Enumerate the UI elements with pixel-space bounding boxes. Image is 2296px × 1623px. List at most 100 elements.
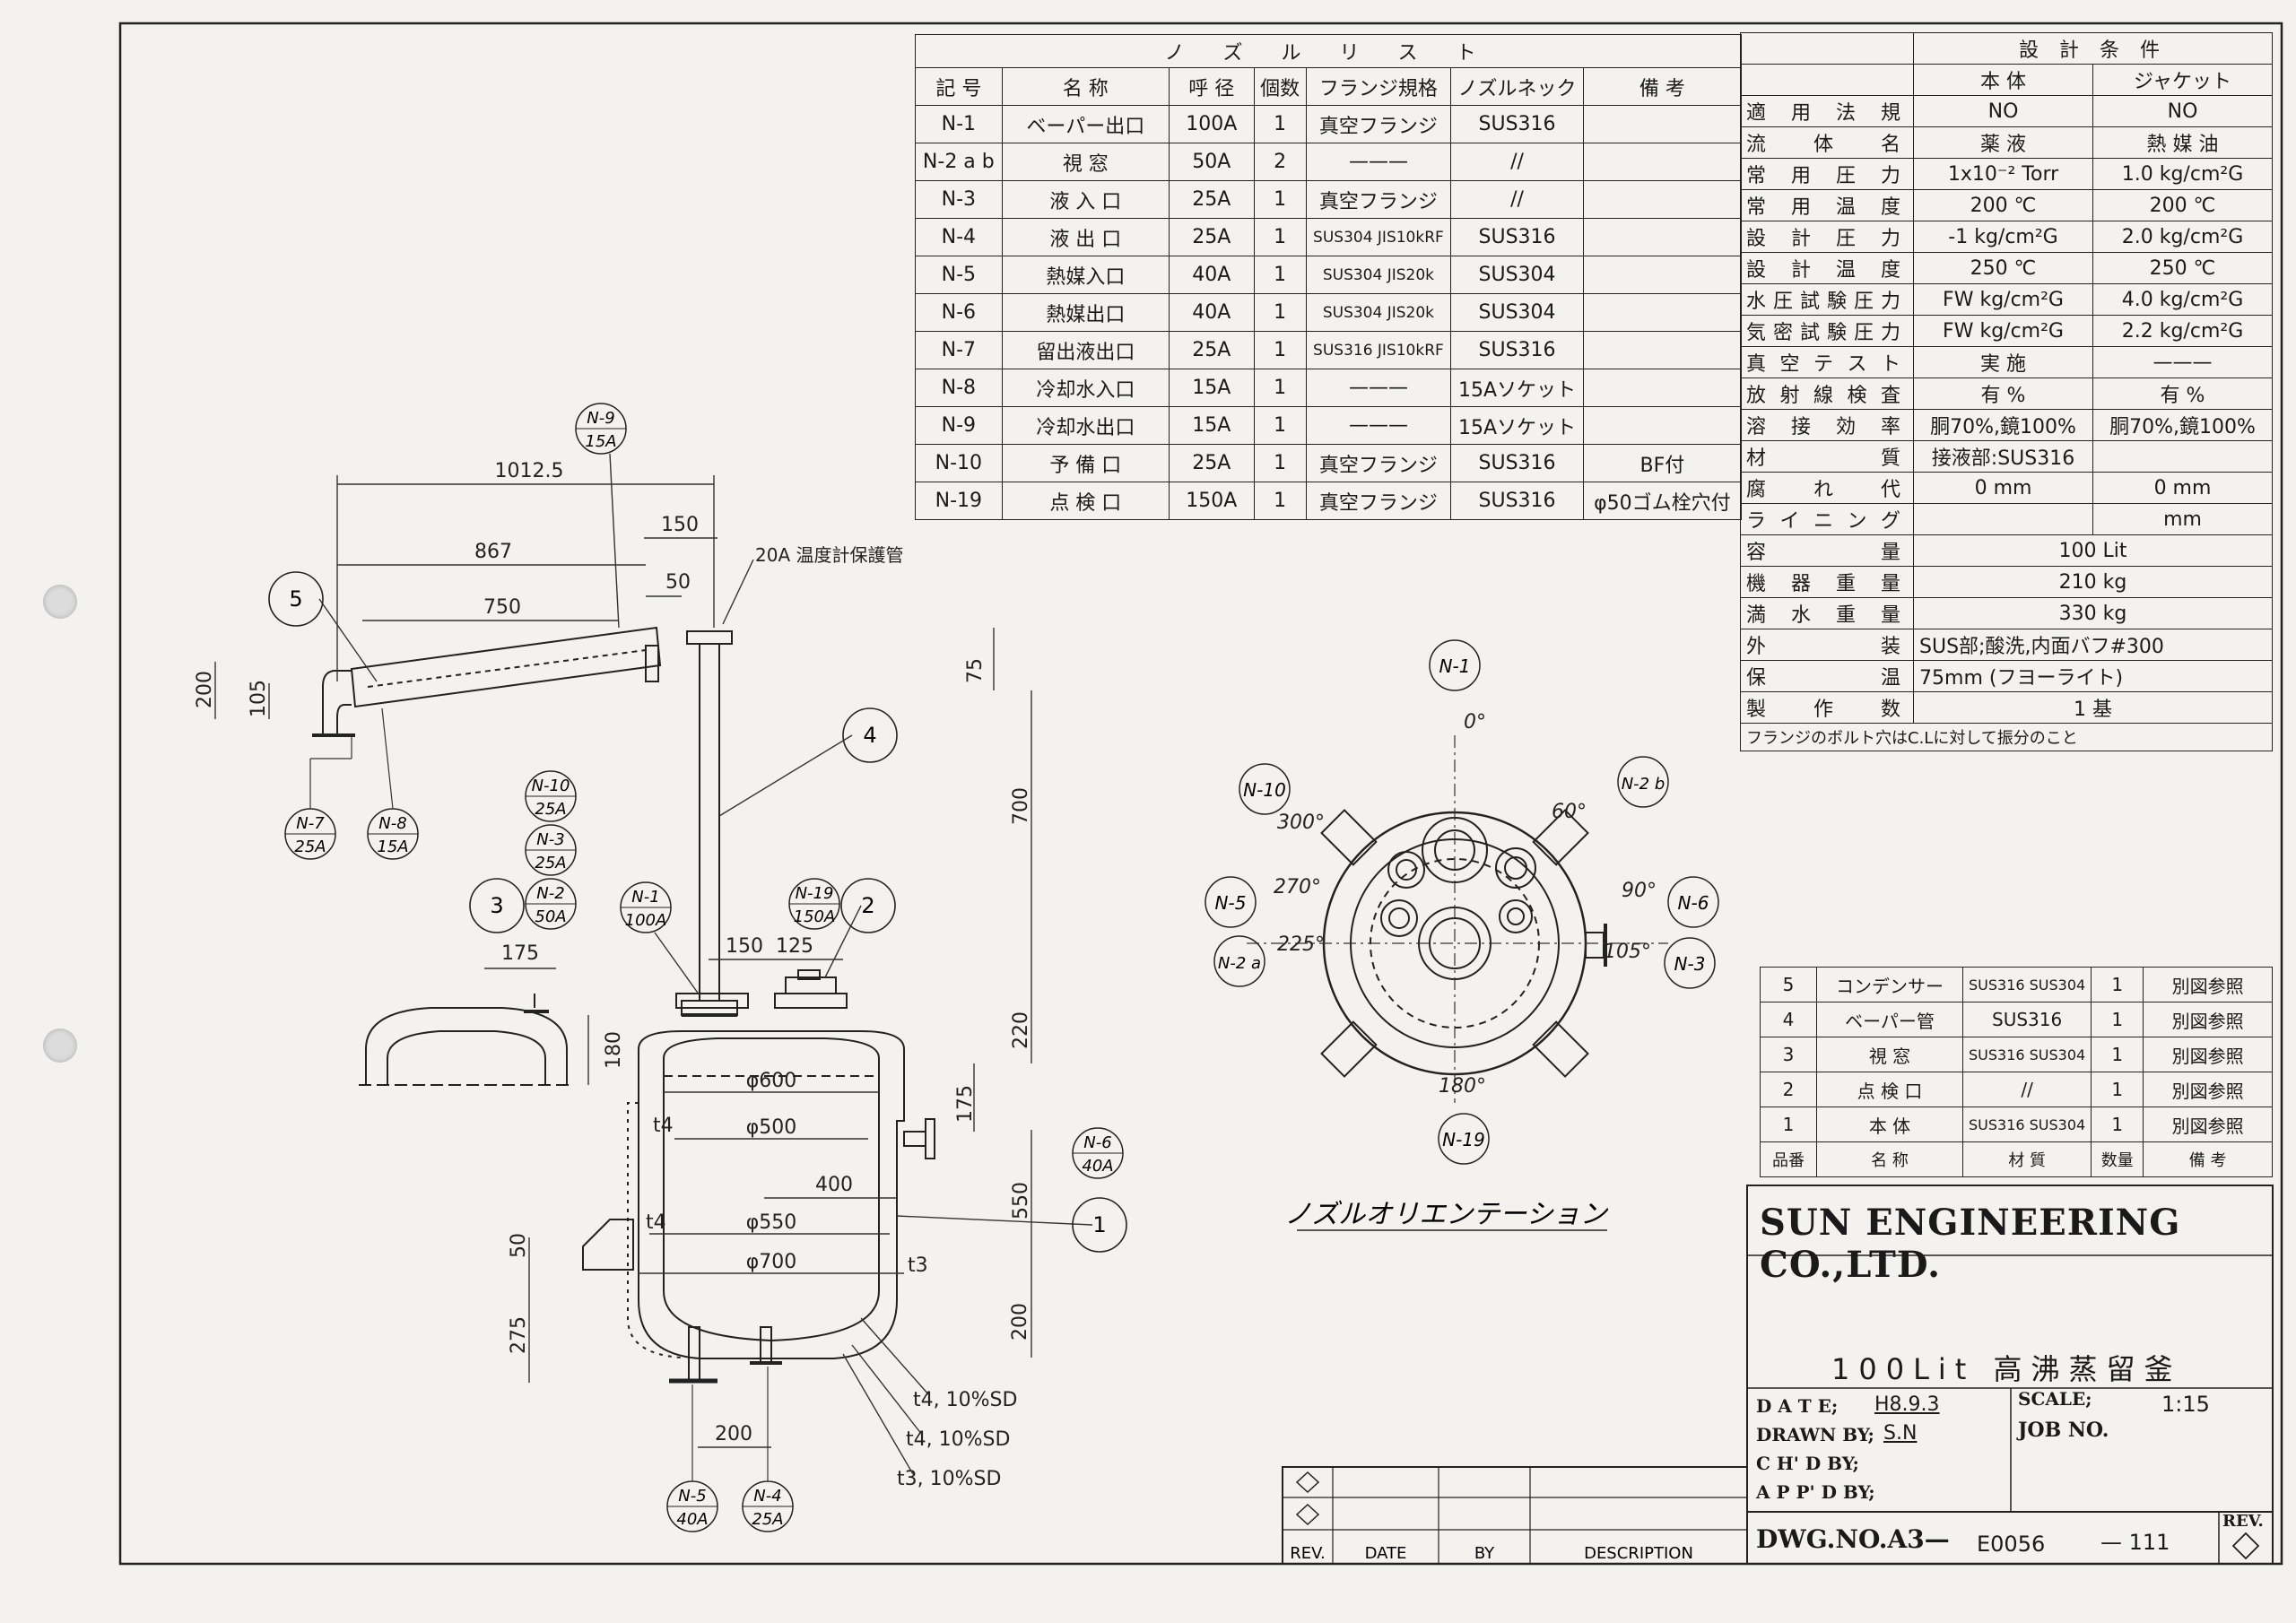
svg-text:90°: 90° [1622,880,1657,902]
svg-text:N-7: N-7 [296,814,325,833]
svg-text:150: 150 [661,514,699,536]
svg-text:105°: 105° [1604,941,1651,963]
svg-text:5: 5 [289,586,302,612]
drawing-title: 100Lit 高沸蒸留釜 [1831,1352,2182,1386]
orient-n5: N-5 [1205,876,1257,928]
design-conditions-title: 設 計 条 件 [1913,32,2273,65]
svg-text:550: 550 [1010,1182,1032,1219]
date-label: D A T E; [1756,1395,1839,1417]
svg-text:180°: 180° [1439,1075,1486,1098]
svg-text:N-6: N-6 [1678,892,1709,914]
svg-text:t4: t4 [653,1115,674,1137]
rev-col-by: BY [1474,1544,1495,1563]
svg-text:225°: 225° [1277,933,1325,956]
border-frame [118,22,2283,1566]
svg-text:N-4: N-4 [753,1487,781,1506]
orientation-angles: 0° 60° 90° 105° 180° 225° 270° 300° [1274,711,1657,1098]
svg-text:N-2 b: N-2 b [1622,775,1665,794]
item-balloon-5: 5 [268,571,324,627]
scale-label: SCALE; [2018,1388,2092,1410]
item-balloon-4: 4 [842,707,898,763]
svg-text:175: 175 [954,1085,977,1123]
svg-text:200: 200 [1009,1303,1031,1341]
rev-col-rev: REV. [1290,1544,1326,1563]
parts-header: 品番 名 称 材 質 数量 備 考 [1760,1141,2273,1177]
svg-text:φ550: φ550 [746,1211,797,1234]
dimension-labels: 1012.5 867 750 150 50 200 105 75 700 220… [194,460,1032,1490]
design-row: 溶接効率胴70%,鏡100%胴70%,鏡100% [1739,409,2273,441]
orientation-caption: ノズルオリエンテーション [1284,1199,1608,1230]
svg-text:N-5: N-5 [1215,892,1247,914]
design-row: 真空テスト実 施——— [1739,346,2273,378]
svg-text:N-1: N-1 [631,888,659,907]
svg-text:25A: 25A [752,1510,783,1529]
svg-text:N-3: N-3 [536,830,564,849]
svg-text:300°: 300° [1277,812,1325,834]
condenser [350,626,662,708]
svg-text:N-19: N-19 [1442,1129,1485,1150]
punch-hole [43,1028,77,1063]
item-balloon-2: 2 [840,878,896,933]
rev-col-date: DATE [1365,1544,1407,1563]
svg-text:N-2: N-2 [536,884,564,903]
dwg-no-label: DWG.NO.A3— [1756,1524,1950,1554]
svg-text:25A: 25A [535,854,566,872]
svg-text:4: 4 [863,723,876,748]
svg-text:105: 105 [248,680,270,717]
svg-text:1: 1 [1092,1212,1106,1237]
svg-text:N-10: N-10 [1243,779,1286,801]
svg-text:50: 50 [508,1233,530,1258]
item-balloon-1: 1 [1072,1197,1127,1253]
svg-text:867: 867 [474,541,512,563]
col-body: 本 体 [1913,64,2093,96]
orient-n3: N-3 [1664,937,1716,989]
orient-n19: N-19 [1438,1113,1490,1165]
design-note: フランジのボルト穴はC.Lに対して振分のこと [1740,723,2273,751]
punch-hole [43,585,77,619]
svg-text:N-19: N-19 [796,884,834,903]
svg-text:25A: 25A [294,838,326,856]
svg-text:t3: t3 [908,1254,928,1277]
svg-text:N-9: N-9 [587,409,614,428]
svg-text:0°: 0° [1464,711,1486,733]
svg-text:t3, 10%SD: t3, 10%SD [897,1468,1001,1490]
orient-n1: N-1 [1429,639,1481,691]
svg-text:750: 750 [483,596,521,619]
svg-text:75: 75 [964,658,987,683]
nozzle-list-table: ノ ズ ル リ ス ト 記 号 名 称 呼 径 個数 フランジ規格 ノズルネック… [915,34,1743,520]
orient-n10: N-10 [1239,763,1291,815]
svg-text:3: 3 [490,893,503,918]
approved-by-label: A P P' D BY; [1756,1481,1875,1503]
jacket-outer [638,1030,905,1359]
sight-glass-cover [365,1007,568,1085]
svg-text:700: 700 [1010,787,1032,825]
svg-text:N-2 a: N-2 a [1218,954,1261,973]
dwg-no-suffix: — 111 [2100,1530,2170,1555]
svg-text:175: 175 [501,942,539,965]
svg-text:200: 200 [194,671,216,708]
